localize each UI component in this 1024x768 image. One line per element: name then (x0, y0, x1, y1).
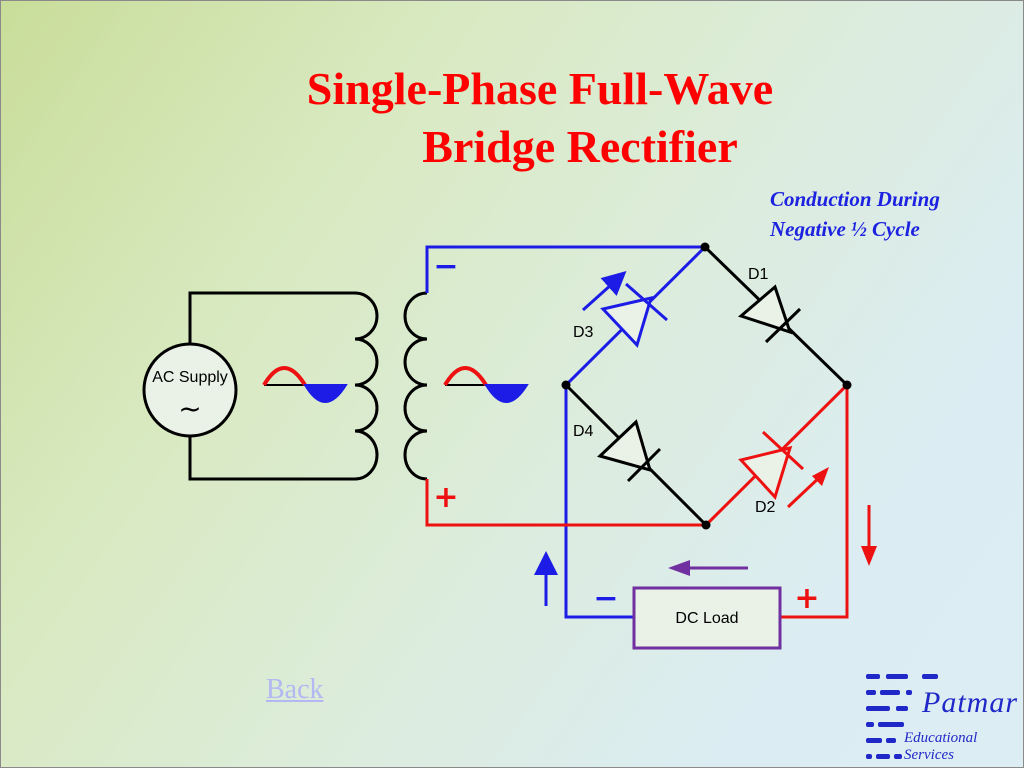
subtitle-line-1: Conduction During (770, 187, 940, 211)
slide-subtitle: Conduction During Negative ½ Cycle (770, 184, 940, 244)
diode-d4 (597, 419, 662, 483)
node-bottom (701, 520, 711, 530)
dc-load: DC Load (632, 586, 782, 650)
inactive-branches (564, 245, 849, 527)
diode-d1 (737, 284, 802, 344)
logo-name: Patmar (922, 686, 1018, 719)
negative-current-path (425, 245, 707, 619)
ac-supply-circuit: AC Supply ~ (142, 291, 355, 481)
d4-label: D4 (573, 423, 594, 440)
node-right (842, 380, 852, 390)
d2-label: D2 (755, 499, 776, 516)
node-top (700, 242, 710, 252)
logo-mark-icon (866, 674, 938, 759)
logo-tagline: Educational Services (904, 730, 978, 763)
d3-current-arrow-icon (581, 270, 627, 312)
secondary-coil (403, 291, 428, 481)
secondary-minus-sign: − (433, 249, 458, 284)
ac-supply-label: AC Supply (152, 369, 228, 386)
title-line-2: Bridge Rectifier (422, 121, 738, 172)
diode-d2 (738, 430, 805, 500)
node-left (561, 380, 571, 390)
dc-load-label: DC Load (675, 610, 738, 627)
subtitle-line-2: Negative ½ Cycle (770, 217, 920, 241)
load-minus-sign: − (593, 581, 618, 616)
load-plus-sign: + (794, 581, 819, 616)
ac-supply-symbol (142, 342, 238, 438)
d1-label: D1 (748, 266, 769, 283)
d2-current-arrow-icon (786, 473, 824, 509)
primary-coil (354, 291, 379, 481)
d3-label: D3 (573, 324, 594, 341)
slide-title: Single-Phase Full-Wave Bridge Rectifier (200, 60, 880, 176)
title-line-1: Single-Phase Full-Wave (306, 63, 774, 114)
primary-waveform (262, 366, 348, 403)
secondary-waveform (443, 366, 529, 403)
back-link[interactable]: Back (266, 674, 324, 705)
secondary-plus-sign: + (433, 480, 458, 515)
ac-tilde-icon: ~ (178, 392, 201, 425)
positive-current-path (425, 383, 877, 619)
diode-d3 (600, 282, 668, 348)
